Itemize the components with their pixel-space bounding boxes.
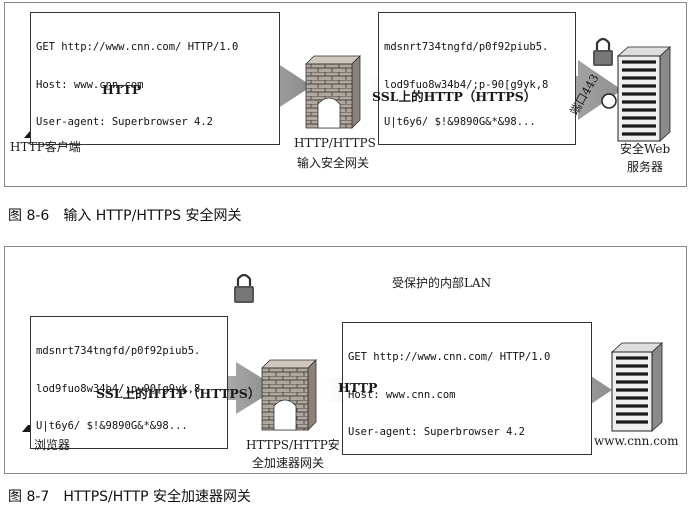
http-request-box: GET http://www.cnn.com/ HTTP/1.0 Host: w… (30, 12, 280, 145)
request-line: GET http://www.cnn.com/ HTTP/1.0 (348, 351, 551, 363)
request-line: GET http://www.cnn.com/ HTTP/1.0 (36, 41, 239, 53)
encrypted-line: U|t6y6/ $!&9890G&*&98... (384, 116, 536, 128)
lock-icon (593, 37, 613, 66)
server-icon (616, 46, 672, 142)
accelerator-label-line2: 全加速器网关 (252, 456, 325, 470)
http-request-box: GET http://www.cnn.com/ HTTP/1.0 Host: w… (342, 322, 592, 455)
https-arrow-label: SSL上的HTTP（HTTPS） (96, 386, 261, 401)
request-line: Host: www.cnn.com (348, 388, 456, 401)
caption-text: HTTPS/HTTP 安全加速器网关 (63, 489, 252, 505)
encrypted-line: mdsnrt734tngfd/p0f92piub5. (36, 345, 201, 357)
caption-number: 图 8-7 (8, 489, 50, 505)
caption-text: 输入 HTTP/HTTPS 安全网关 (63, 208, 242, 224)
http-arrow-label: HTTP (102, 82, 142, 97)
browser-label: 浏览器 (34, 438, 71, 452)
accelerator-label-line1: HTTPS/HTTP安 (246, 438, 340, 452)
https-arrow-label: SSL上的HTTP（HTTPS） (372, 89, 537, 104)
encrypted-data-box: mdsnrt734tngfd/p0f92piub5. lod9fuo8w34b4… (378, 12, 576, 145)
lock-icon (234, 273, 254, 303)
gateway-label-line1: HTTP/HTTPS (294, 136, 376, 150)
encrypted-line: U|t6y6/ $!&9890G&*&98... (36, 420, 188, 432)
client-label: HTTP客户端 (10, 140, 81, 154)
caption-number: 图 8-6 (8, 208, 50, 224)
network-label: 受保护的内部LAN (392, 276, 492, 290)
server-icon (610, 342, 664, 432)
request-line: User-agent: Superbrowser 4.2 (348, 426, 526, 438)
server-label-line2: 服务器 (627, 160, 664, 174)
figure-caption: 图 8-7 HTTPS/HTTP 安全加速器网关 (8, 486, 251, 506)
firewall-icon (305, 55, 361, 129)
port-443-marker (601, 93, 617, 109)
encrypted-line: lod9fuo8w34b4/;p-90[g9yk,8 (384, 78, 549, 91)
request-line: User-agent: Superbrowser 4.2 (36, 116, 214, 128)
gateway-label-line2: 输入安全网关 (297, 156, 370, 170)
request-line: Host: www.cnn.com (36, 78, 144, 91)
http-arrow-label: HTTP (338, 380, 378, 395)
server-label: www.cnn.com (594, 434, 679, 448)
firewall-icon (261, 359, 317, 431)
server-label-line1: 安全Web (620, 142, 671, 156)
encrypted-line: lod9fuo8w34b4/;p-90[g9yk,8 (36, 382, 201, 395)
encrypted-line: mdsnrt734tngfd/p0f92piub5. (384, 41, 549, 53)
encrypted-data-box: mdsnrt734tngfd/p0f92piub5. lod9fuo8w34b4… (30, 316, 228, 449)
figure-caption: 图 8-6 输入 HTTP/HTTPS 安全网关 (8, 205, 242, 225)
